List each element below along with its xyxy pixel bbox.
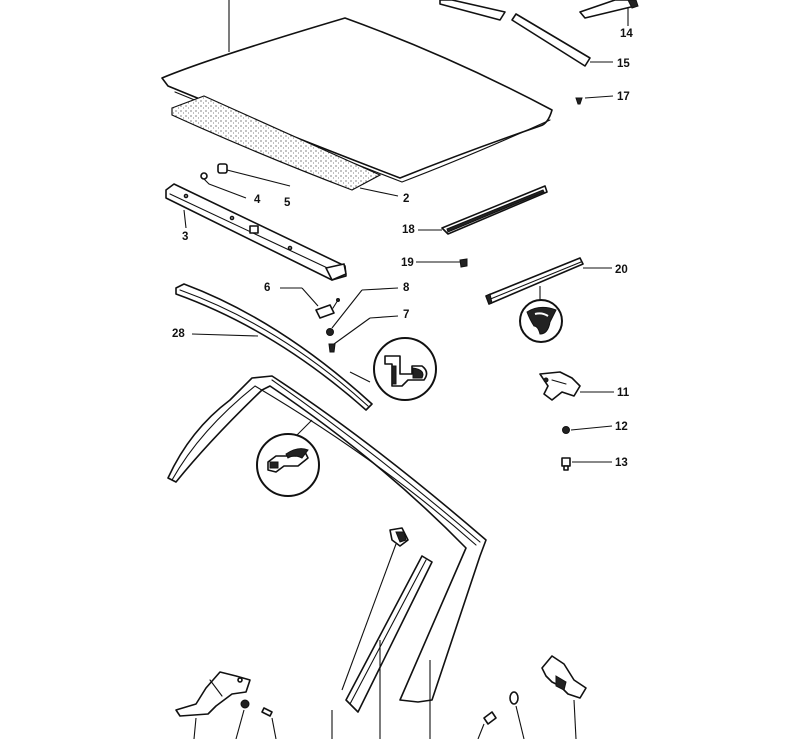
label-2: 2 <box>403 193 409 205</box>
bolt-bottom <box>483 711 497 725</box>
label-11: 11 <box>617 387 630 399</box>
trim-strip-18 <box>441 185 548 235</box>
label-28: 28 <box>172 328 185 340</box>
hinge-11 <box>539 371 581 401</box>
label-4: 4 <box>254 194 261 206</box>
nut-bottom <box>240 699 250 709</box>
label-18: 18 <box>402 224 415 236</box>
screw-bottom <box>261 707 273 717</box>
clip-19 <box>459 258 468 268</box>
label-3: 3 <box>182 231 188 243</box>
drip-strip-segments <box>439 0 639 67</box>
door-frame-weatherstrip <box>167 375 487 703</box>
label-8: 8 <box>403 282 410 294</box>
roof-side-rail <box>165 183 347 281</box>
headliner-pad <box>171 95 382 191</box>
weatherstrip-28 <box>175 283 373 411</box>
clip-6 <box>315 298 340 319</box>
section-detail-28 <box>373 337 437 401</box>
label-13: 13 <box>615 457 628 469</box>
label-7: 7 <box>403 309 409 321</box>
nut-8 <box>326 328 334 336</box>
section-detail-20 <box>519 299 563 343</box>
label-6: 6 <box>264 282 270 294</box>
nut-5 <box>217 163 228 174</box>
stud-13 <box>561 457 571 471</box>
door-hinge-lower <box>175 671 251 717</box>
label-5: 5 <box>284 197 291 209</box>
trim-strip-20 <box>485 257 584 305</box>
washer-bottom <box>509 691 519 705</box>
label-14: 14 <box>620 28 633 40</box>
callout-labels: 2 3 4 5 6 7 8 11 12 13 14 15 17 18 19 20… <box>172 28 633 469</box>
clip-top <box>389 527 409 547</box>
door-check-bracket <box>541 655 587 699</box>
label-19: 19 <box>401 257 414 269</box>
pillar-trim-strip <box>345 555 433 713</box>
label-12: 12 <box>615 421 628 433</box>
label-17: 17 <box>617 91 630 103</box>
screw-4 <box>200 172 210 185</box>
screw-17 <box>575 97 583 105</box>
screw-7 <box>328 343 336 353</box>
roof-panel <box>161 17 553 183</box>
label-20: 20 <box>615 264 628 276</box>
label-15: 15 <box>617 58 630 70</box>
nut-12 <box>562 426 570 434</box>
section-detail-frame <box>256 433 320 497</box>
